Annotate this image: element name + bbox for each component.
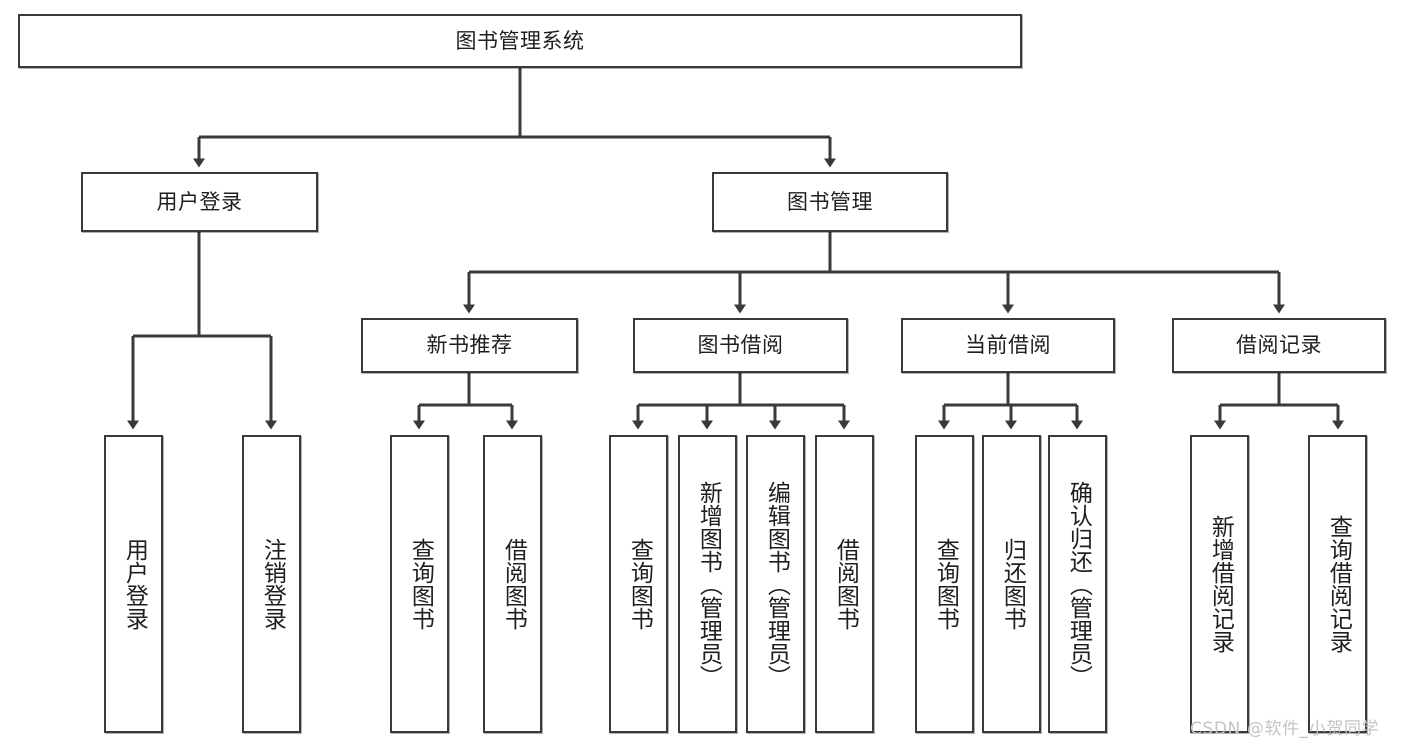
leaf-user-login-login[interactable]: 用户登录: [104, 435, 163, 733]
node-borrowing-record[interactable]: 借阅记录: [1172, 318, 1386, 373]
node-label: 编辑图书（管理员）: [763, 480, 790, 688]
node-book-management[interactable]: 图书管理: [712, 172, 948, 232]
node-label: 新增借阅记录: [1207, 515, 1234, 653]
node-label: 归还图书: [999, 538, 1026, 630]
node-label: 图书管理: [787, 189, 873, 214]
leaf-current-borrow-return-books[interactable]: 归还图书: [982, 435, 1041, 733]
node-root-book-management-system[interactable]: 图书管理系统: [18, 14, 1022, 68]
node-book-borrowing[interactable]: 图书借阅: [633, 318, 848, 373]
node-label: 借阅记录: [1236, 333, 1322, 357]
node-label: 当前借阅: [965, 333, 1051, 357]
node-label: 借阅图书: [500, 538, 527, 630]
leaf-book-borrow-edit-book-admin[interactable]: 编辑图书（管理员）: [746, 435, 805, 733]
leaf-borrow-record-query-record[interactable]: 查询借阅记录: [1308, 435, 1367, 733]
node-label: 确认归还（管理员）: [1065, 480, 1092, 688]
node-label: 图书管理系统: [455, 28, 585, 53]
node-label: 用户登录: [121, 538, 148, 630]
leaf-current-borrow-confirm-return-admin[interactable]: 确认归还（管理员）: [1048, 435, 1107, 733]
node-label: 查询图书: [626, 538, 653, 630]
node-new-book-recommendation[interactable]: 新书推荐: [361, 318, 578, 373]
leaf-user-login-logout[interactable]: 注销登录: [242, 435, 301, 733]
node-label: 借阅图书: [832, 538, 859, 630]
node-label: 查询图书: [407, 538, 434, 630]
node-label: 用户登录: [156, 189, 243, 214]
leaf-borrow-record-add-record[interactable]: 新增借阅记录: [1190, 435, 1249, 733]
node-current-borrowing[interactable]: 当前借阅: [901, 318, 1115, 373]
leaf-new-book-borrow-books[interactable]: 借阅图书: [483, 435, 542, 733]
leaf-book-borrow-add-book-admin[interactable]: 新增图书（管理员）: [678, 435, 737, 733]
node-label: 新书推荐: [426, 333, 513, 357]
node-label: 注销登录: [259, 538, 286, 630]
leaf-current-borrow-query-books[interactable]: 查询图书: [915, 435, 974, 733]
leaf-new-book-query-books[interactable]: 查询图书: [390, 435, 449, 733]
node-label: 新增图书（管理员）: [695, 480, 722, 688]
node-label: 查询借阅记录: [1325, 515, 1352, 653]
node-label: 查询图书: [932, 538, 959, 630]
leaf-book-borrow-query-books[interactable]: 查询图书: [609, 435, 668, 733]
node-user-login[interactable]: 用户登录: [81, 172, 318, 232]
leaf-book-borrow-borrow-books[interactable]: 借阅图书: [815, 435, 874, 733]
node-label: 图书借阅: [697, 333, 784, 357]
